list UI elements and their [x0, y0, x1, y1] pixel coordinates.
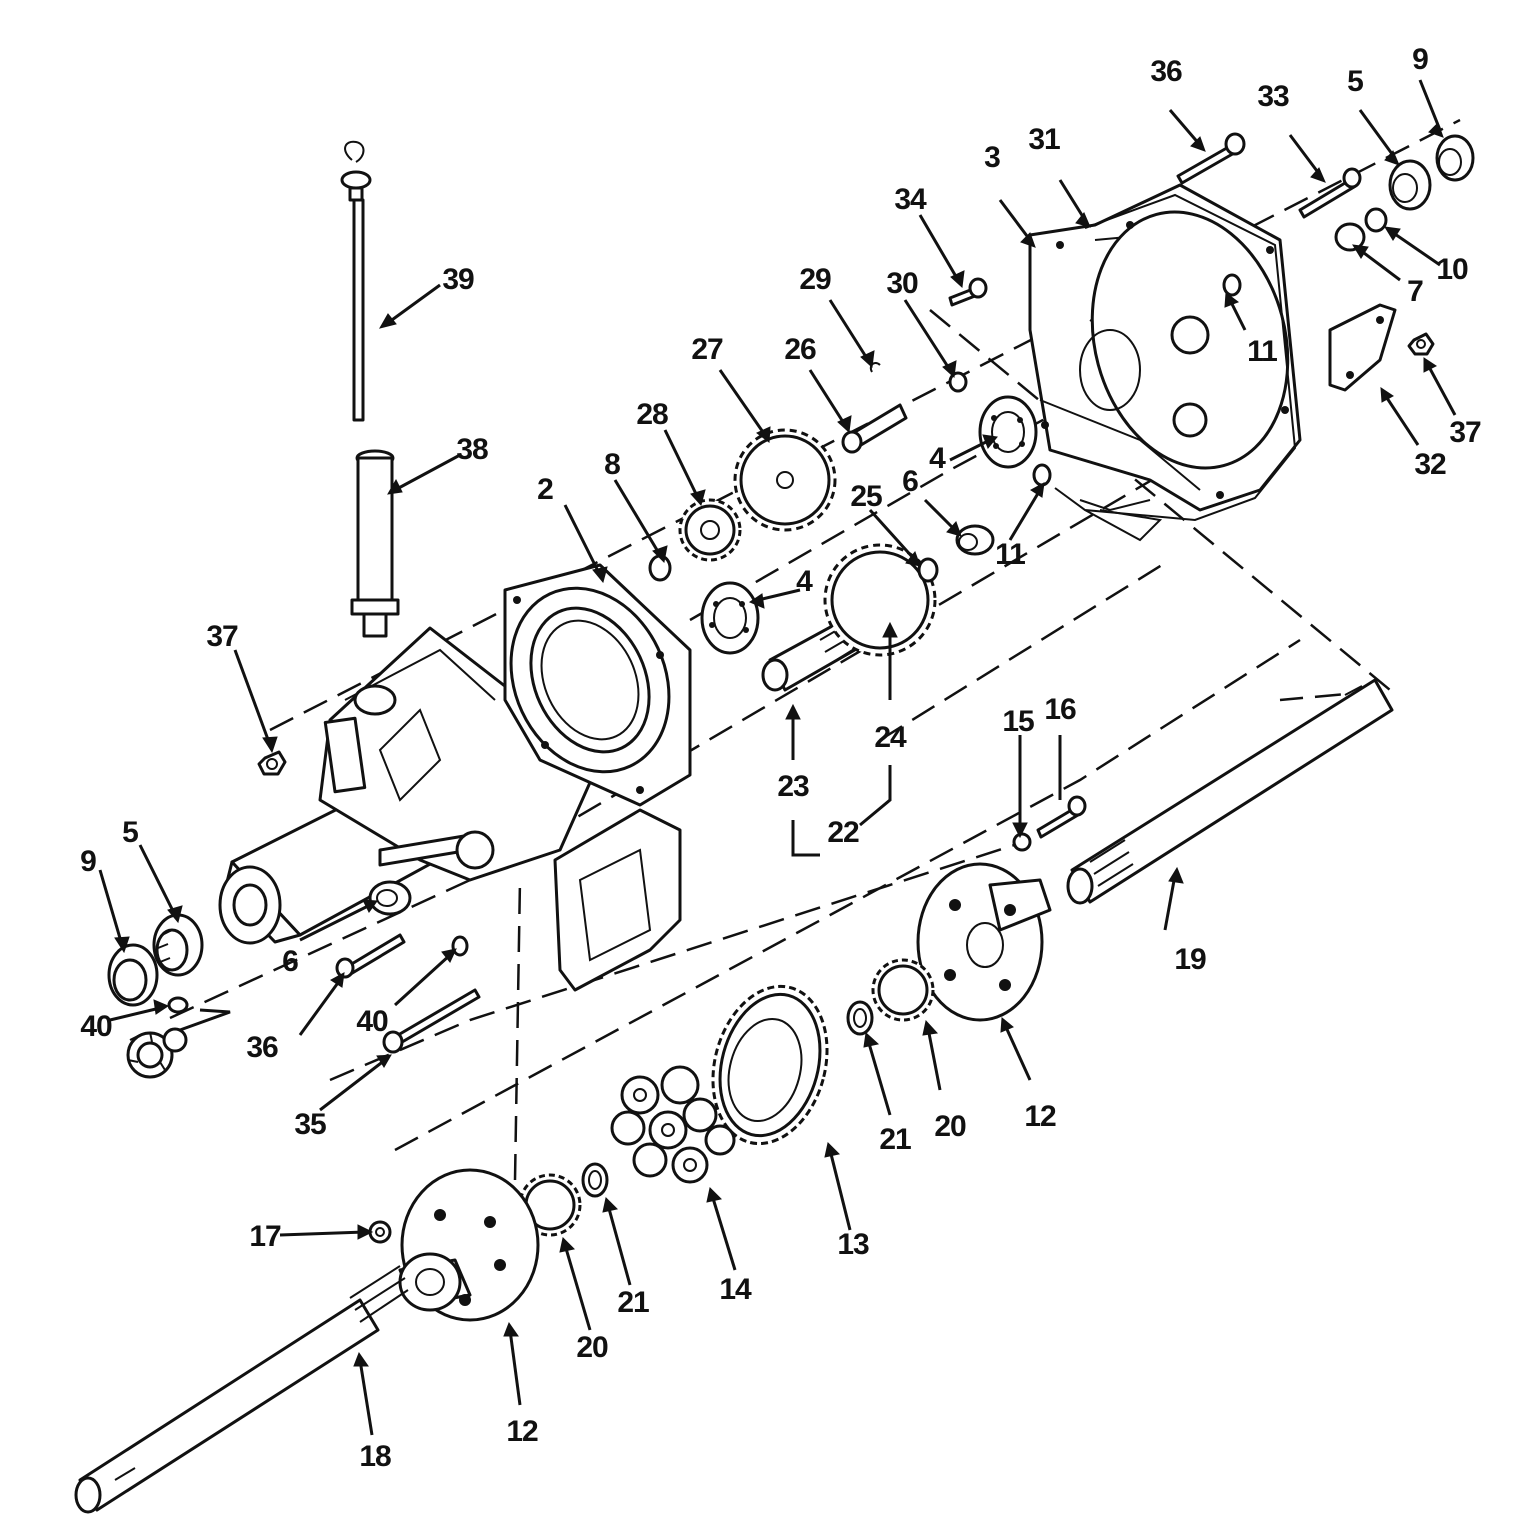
bolt-34: [948, 277, 988, 307]
thrust-washer-21-right: [846, 1000, 874, 1036]
nut-37-left: [257, 750, 287, 776]
dipstick-39: [340, 140, 372, 422]
breather-40-center: [451, 935, 469, 957]
bearing-4-center: [700, 581, 760, 655]
label-26: 26: [784, 333, 816, 366]
leader-lines: [98, 79, 1457, 1436]
label-7: 7: [1407, 275, 1424, 308]
label-8: 8: [604, 448, 621, 481]
nut-37-right: [1407, 332, 1435, 356]
label-32: 32: [1414, 448, 1446, 481]
label-39: 39: [442, 263, 474, 296]
label-12: 12: [1024, 1100, 1056, 1133]
label-9: 9: [1412, 43, 1429, 76]
bolt-16: [1036, 795, 1087, 839]
label-34: 34: [894, 183, 926, 216]
axle-19: [1066, 678, 1394, 905]
seal-9-left: [107, 943, 159, 1007]
label-37: 37: [1449, 416, 1481, 449]
label-28: 28: [636, 398, 668, 431]
label-19: 19: [1174, 943, 1206, 976]
bolt-36-left: [335, 933, 406, 979]
seal-9-right: [1435, 134, 1475, 182]
transaxle-housing-2: [218, 563, 692, 992]
shift-assembly: [126, 1027, 188, 1079]
label-3: 3: [984, 141, 1001, 174]
bolt-35: [382, 988, 481, 1054]
label-40: 40: [80, 1010, 112, 1043]
label-20: 20: [576, 1331, 608, 1364]
bushing-6-right: [955, 524, 995, 556]
label-5: 5: [122, 816, 139, 849]
side-gear-20-right: [871, 958, 935, 1022]
bracket-32: [1328, 303, 1397, 392]
label-25: 25: [850, 480, 882, 513]
washer-15: [1012, 832, 1032, 852]
bolt-33: [1298, 167, 1362, 219]
label-35: 35: [294, 1108, 326, 1141]
gear-28: [678, 498, 742, 562]
label-24: 24: [874, 721, 906, 754]
label-23: 23: [777, 770, 809, 803]
label-16: 16: [1044, 693, 1076, 726]
label-4: 4: [796, 565, 813, 598]
label-6: 6: [282, 945, 299, 978]
thrust-washer-21-left: [581, 1162, 609, 1198]
carrier-12-left: [398, 1168, 540, 1322]
dowel-11-upper: [1222, 273, 1242, 297]
label-29: 29: [799, 263, 831, 296]
carrier-12-right: [916, 862, 1052, 1022]
label-12: 12: [506, 1415, 538, 1448]
bearing-5-left: [152, 913, 204, 977]
ring-gear-13: [711, 984, 829, 1146]
label-18: 18: [359, 1440, 391, 1473]
label-2: 2: [537, 473, 554, 506]
label-4: 4: [929, 442, 946, 475]
label-11: 11: [1247, 335, 1278, 368]
gasket-31: [1054, 193, 1297, 522]
label-21: 21: [879, 1123, 911, 1156]
label-9: 9: [80, 845, 97, 878]
bearing-4-right: [978, 395, 1038, 469]
label-31: 31: [1028, 123, 1060, 156]
label-13: 13: [837, 1228, 869, 1261]
bolt-36-right: [1176, 132, 1246, 185]
label-6: 6: [902, 465, 919, 498]
pinion-cluster-14: [610, 1065, 736, 1184]
label-37: 37: [206, 620, 238, 653]
label-33: 33: [1257, 80, 1289, 113]
washer-25: [917, 557, 939, 583]
label-14: 14: [719, 1273, 751, 1306]
gear-24: [823, 543, 937, 657]
washer-10: [1364, 207, 1388, 233]
bushing-6-left: [368, 880, 412, 916]
label-40: 40: [356, 1005, 388, 1038]
bushing-7: [1334, 222, 1366, 252]
label-5: 5: [1347, 65, 1364, 98]
label-20: 20: [934, 1110, 966, 1143]
label-11: 11: [995, 538, 1026, 571]
gear-27: [733, 428, 837, 532]
label-21: 21: [617, 1286, 649, 1319]
label-27: 27: [691, 333, 723, 366]
bearing-5-right: [1388, 159, 1432, 211]
countershaft-26: [841, 403, 908, 454]
axle-18: [74, 1265, 409, 1514]
dowel-11-lower: [1032, 463, 1052, 487]
label-15: 15: [1002, 705, 1034, 738]
label-30: 30: [886, 267, 918, 300]
label-38: 38: [456, 433, 488, 466]
fill-tube-38: [350, 449, 400, 638]
housing-cover-3: [1028, 183, 1302, 512]
label-17: 17: [249, 1220, 281, 1253]
label-36: 36: [246, 1031, 278, 1064]
label-10: 10: [1436, 253, 1468, 286]
breather-40-left: [167, 996, 189, 1014]
bearing-8: [648, 554, 672, 582]
label-36: 36: [1150, 55, 1182, 88]
cover-edge: [1084, 509, 1163, 542]
label-22: 22: [827, 816, 859, 849]
